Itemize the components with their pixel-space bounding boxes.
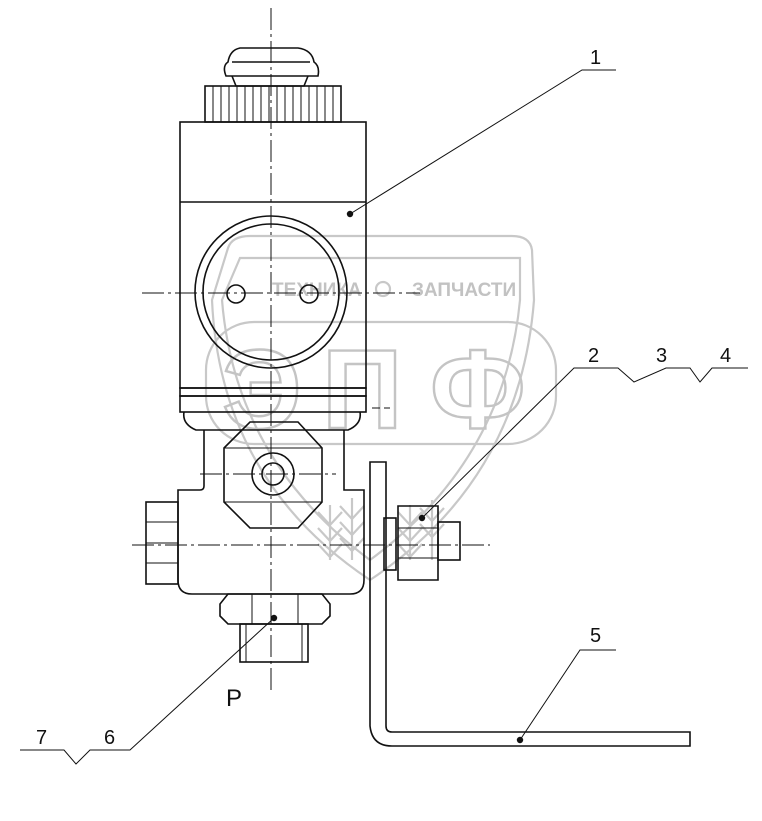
watermark-letter-p: П: [322, 327, 403, 452]
center-lines: [132, 8, 490, 690]
gear-icon: [374, 280, 392, 298]
callout-1: 1: [590, 47, 601, 69]
watermark: ТЕХНИКА ЗАПЧАСТИ Э П Ф: [204, 234, 558, 582]
callout-2: 2: [588, 345, 599, 367]
callout-4: 4: [720, 345, 731, 367]
watermark-letter-f: Ф: [430, 327, 526, 452]
callout-5: 5: [590, 625, 601, 647]
callout-7: 7: [36, 727, 47, 749]
leader-lines: [20, 69, 748, 765]
callout-6: 6: [104, 727, 115, 749]
callout-3: 3: [656, 345, 667, 367]
port-label: P: [226, 685, 242, 712]
watermark-letter-e: Э: [222, 327, 302, 452]
watermark-text-right: ЗАПЧАСТИ: [412, 280, 516, 301]
callouts: 1 2 3 4 5 6 7 P: [36, 47, 731, 749]
